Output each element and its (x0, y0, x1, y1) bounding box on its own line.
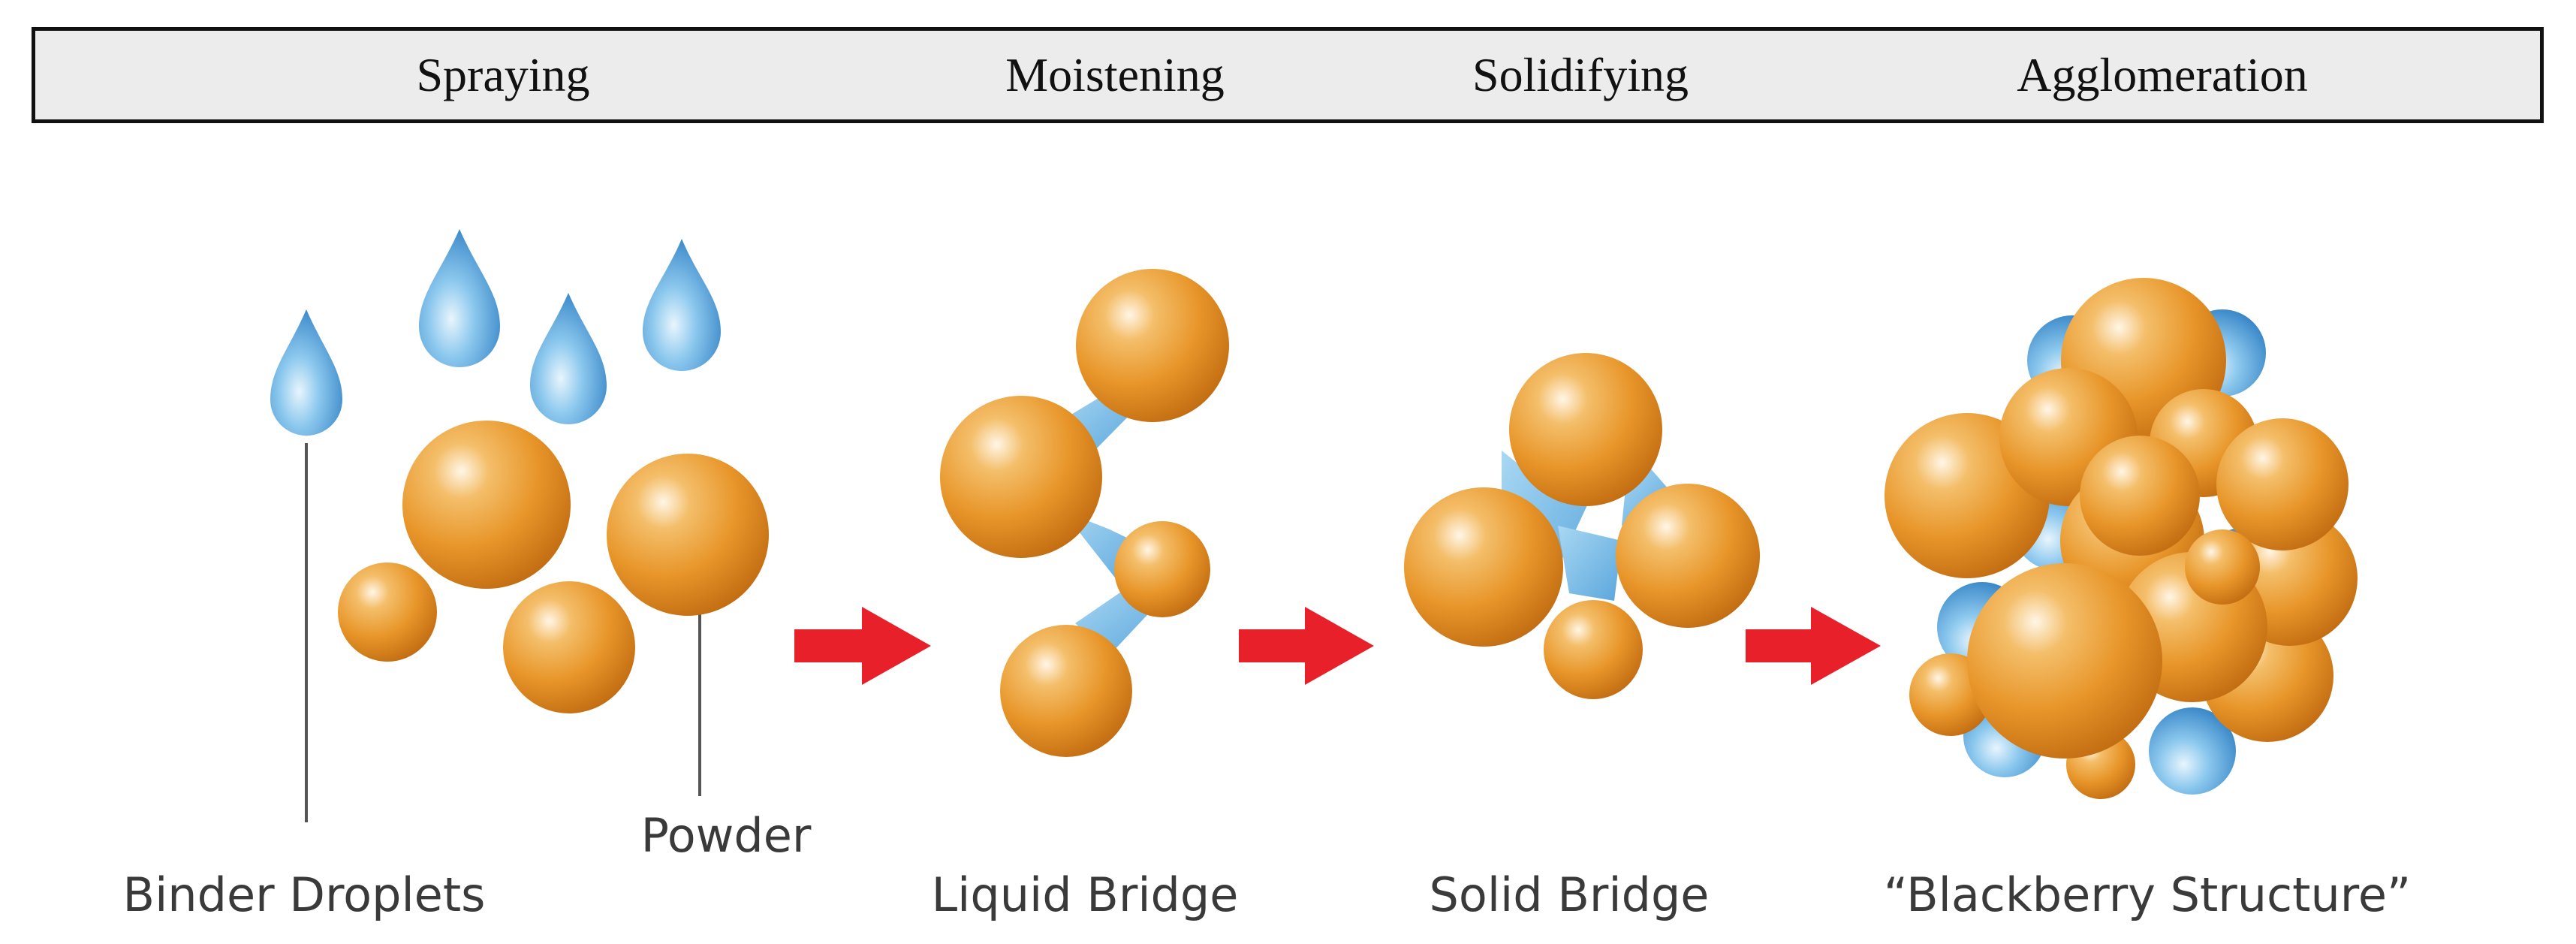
powder-particle-icon (1114, 521, 1210, 617)
binder-droplet-icon (530, 293, 607, 424)
powder-particle-icon (2185, 529, 2260, 605)
binder-droplet-icon (643, 239, 721, 371)
binder-droplet-icon (270, 309, 342, 436)
stage-title-solidifying: Solidifying (1472, 48, 1689, 101)
powder-particle-icon (1000, 625, 1132, 757)
binder-droplet-icon (419, 229, 500, 367)
process-arrow-icon (1746, 607, 1881, 685)
powder-particle-icon (2216, 418, 2349, 550)
process-arrow-icon (794, 607, 931, 685)
stage-header-bar (32, 27, 2544, 123)
process-arrow-icon (1239, 607, 1374, 685)
caption-blackberry-structure: “Blackberry Structure” (1883, 867, 2412, 922)
powder-particle-icon (503, 581, 635, 713)
stage-title-agglomeration: Agglomeration (2017, 48, 2308, 101)
caption-liquid-bridge: Liquid Bridge (931, 867, 1239, 922)
stage-title-moistening: Moistening (1005, 48, 1225, 101)
stage-title-spraying: Spraying (416, 48, 590, 101)
caption-solid-bridge: Solid Bridge (1429, 867, 1710, 922)
powder-particle-icon (1616, 484, 1760, 628)
powder-particle-icon (1967, 563, 2162, 759)
powder-particle-icon (2080, 436, 2200, 556)
powder-particle-icon (402, 421, 571, 589)
powder-particle-icon (1544, 600, 1643, 699)
powder-particle-icon (1076, 269, 1229, 422)
caption-powder: Powder (640, 808, 812, 863)
powder-particle-icon (940, 396, 1102, 558)
solid-bridge-neck (1558, 526, 1622, 601)
binder-droplet-icon (2149, 707, 2236, 795)
powder-particle-icon (607, 454, 769, 616)
powder-particle-icon (1509, 353, 1662, 506)
caption-binder-droplets: Binder Droplets (122, 867, 486, 922)
powder-particle-icon (1404, 487, 1563, 647)
powder-particle-icon (338, 562, 437, 662)
